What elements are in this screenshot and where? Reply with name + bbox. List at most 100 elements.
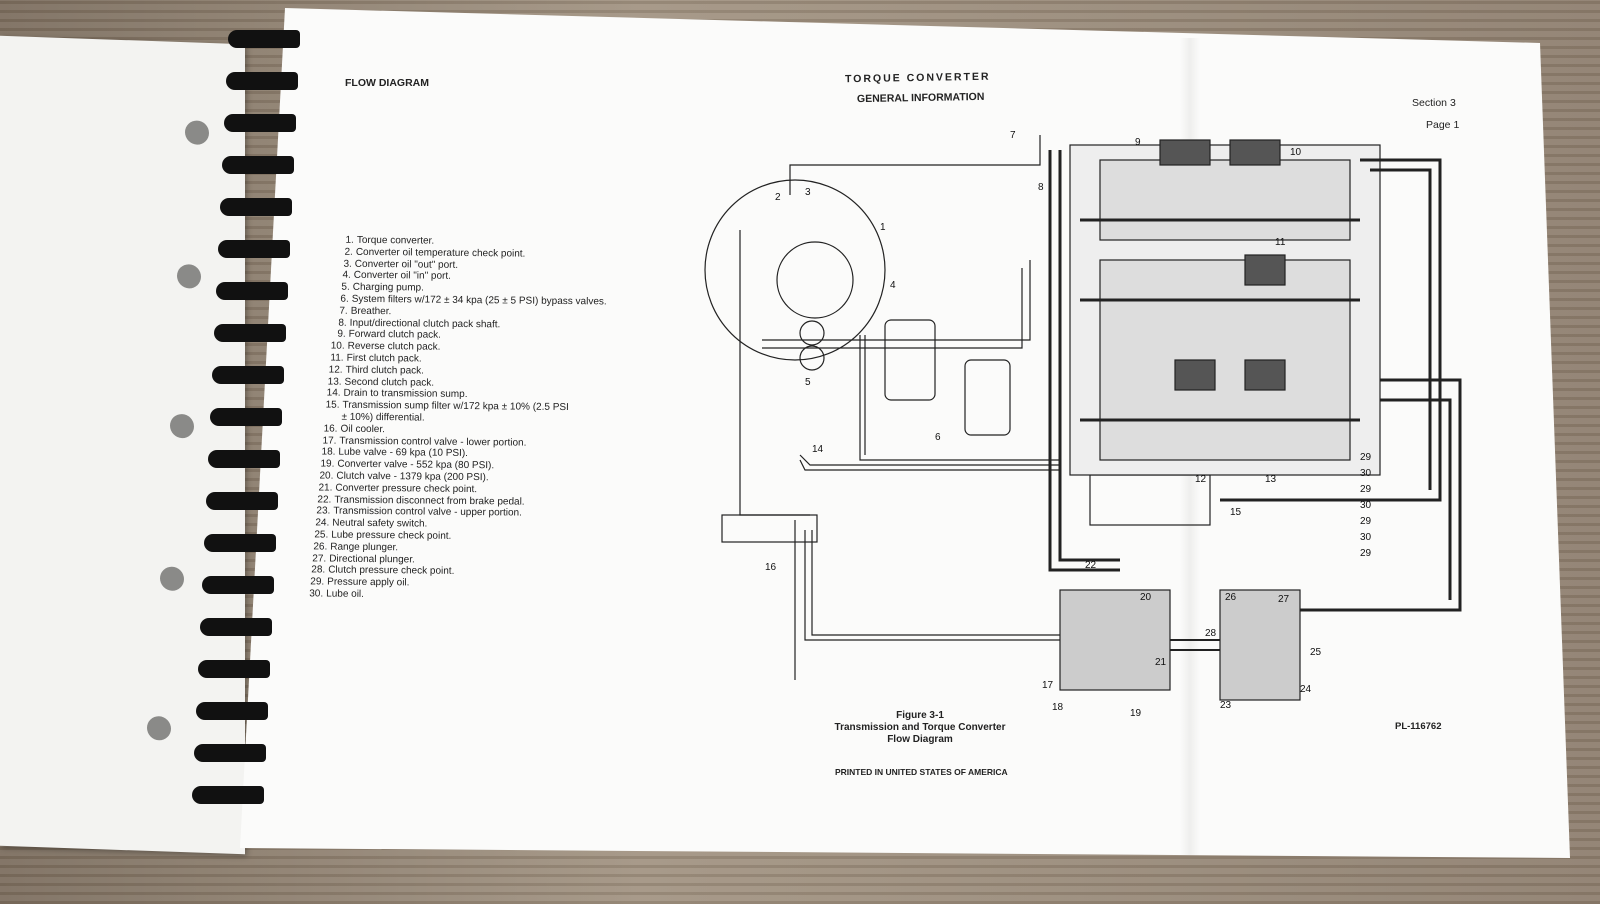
charging-pump (800, 321, 824, 345)
callout-label: 20 (1140, 592, 1152, 603)
callout-label: 29 (1360, 484, 1372, 495)
legend-number: 29. (302, 576, 324, 588)
callout-label: 23 (1220, 700, 1232, 711)
legend-number: 30. (301, 588, 323, 600)
binding-coil (228, 30, 300, 48)
legend-number: 1. (332, 235, 354, 247)
callout-label: 24 (1300, 684, 1312, 695)
binding-coil (222, 156, 294, 174)
callout-label: 29 (1360, 548, 1372, 559)
callout-label: 3 (805, 187, 811, 198)
figure-title-line1: Transmission and Torque Converter (830, 722, 1010, 734)
legend-number: 2. (331, 246, 353, 258)
callout-label: 21 (1155, 657, 1167, 668)
callout-label: 30 (1360, 532, 1372, 543)
legend-text: Converter oil "out" port. (355, 258, 458, 270)
callout-label: 19 (1130, 708, 1142, 719)
legend-number: 12. (321, 364, 343, 376)
callout-label: 26 (1225, 592, 1237, 603)
legend-number: 16. (315, 423, 337, 435)
callout-label: 27 (1278, 594, 1290, 605)
control-valve-upper (1220, 590, 1300, 700)
legend-number: 14. (319, 388, 341, 400)
legend-list: 1.Torque converter.2.Converter oil tempe… (328, 235, 607, 604)
left-header: FLOW DIAGRAM (345, 77, 429, 89)
binding-coil (192, 786, 264, 804)
callout-label: 1 (880, 222, 886, 233)
callout-label: 18 (1052, 702, 1064, 713)
legend-number: 6. (327, 294, 349, 306)
legend-number: 27. (304, 553, 326, 565)
callout-label: 14 (812, 444, 824, 455)
binding-coil (200, 618, 272, 636)
legend-number: 20. (311, 470, 333, 482)
legend-text: Converter valve - 552 kpa (80 PSI). (337, 459, 494, 472)
legend-text: Torque converter. (357, 235, 434, 247)
binding-coil (210, 408, 282, 426)
legend-text: Lube oil. (326, 588, 364, 599)
section-label: Section 3 (1412, 97, 1456, 109)
binding-coil (198, 660, 270, 678)
binding-coil (216, 282, 288, 300)
callout-label: 6 (935, 432, 941, 443)
figure-number: Figure 3-1 (830, 710, 1010, 722)
legend-text: Neutral safety switch. (332, 518, 427, 530)
callout-label: 30 (1360, 468, 1372, 479)
flow-diagram: 1234567891011121314151617181920212223242… (700, 120, 1480, 740)
legend-text: Transmission disconnect from brake pedal… (334, 494, 524, 507)
callout-label: 22 (1085, 560, 1097, 571)
callout-label: 16 (765, 562, 777, 573)
binding-coil (220, 198, 292, 216)
legend-text: Second clutch pack. (345, 376, 435, 388)
legend-number: 21. (310, 482, 332, 494)
callout-label: 15 (1230, 507, 1242, 518)
binding-coil (202, 576, 274, 594)
legend-text: Transmission control valve - lower porti… (339, 435, 526, 448)
legend-text: Third clutch pack. (346, 364, 424, 376)
legend-text: Range plunger. (330, 541, 398, 553)
legend-number: 28. (303, 565, 325, 577)
legend-number: 3. (330, 258, 352, 270)
legend-text: Input/directional clutch pack shaft. (350, 317, 501, 330)
legend-number: 4. (329, 270, 351, 282)
legend-text: Directional plunger. (329, 553, 415, 565)
legend-text: Forward clutch pack. (349, 329, 441, 341)
legend-number: 15. (317, 400, 339, 412)
part-number: PL-116762 (1395, 721, 1441, 732)
page-subtitle: GENERAL INFORMATION (857, 91, 985, 105)
system-filter (965, 360, 1010, 435)
legend-text: Pressure apply oil. (327, 577, 409, 589)
callout-label: 9 (1135, 137, 1141, 148)
legend-text: Converter pressure check point. (335, 482, 477, 494)
system-filter (885, 320, 935, 400)
legend-text: Charging pump. (353, 282, 424, 294)
legend-text: Oil cooler. (340, 423, 385, 434)
callout-label: 25 (1310, 647, 1322, 658)
legend-text: Reverse clutch pack. (348, 341, 441, 353)
binding-coil (196, 702, 268, 720)
legend-number: 9. (324, 329, 346, 341)
callout-label: 30 (1360, 500, 1372, 511)
binding-coil (218, 240, 290, 258)
callout-label: 13 (1265, 474, 1277, 485)
legend-number: 10. (323, 341, 345, 353)
oil-cooler (722, 515, 817, 542)
torque-converter (705, 180, 885, 360)
legend-number: 11. (322, 352, 344, 364)
legend-number: 7. (326, 305, 348, 317)
binding-coil (208, 450, 280, 468)
legend-text: Clutch pressure check point. (328, 565, 454, 577)
binding-coil (204, 534, 276, 552)
callout-label: 12 (1195, 474, 1207, 485)
binding-coil (194, 744, 266, 762)
legend-number: 8. (325, 317, 347, 329)
legend-number: 23. (308, 506, 330, 518)
binding-coil (224, 114, 296, 132)
legend-number: 19. (312, 459, 334, 471)
callout-label: 8 (1038, 182, 1044, 193)
figure-title-line2: Flow Diagram (830, 734, 1010, 746)
legend-number: 13. (320, 376, 342, 388)
callout-label: 29 (1360, 452, 1372, 463)
legend-text: Converter oil "in" port. (354, 270, 451, 282)
printed-footer: PRINTED IN UNITED STATES OF AMERICA (835, 767, 1008, 777)
